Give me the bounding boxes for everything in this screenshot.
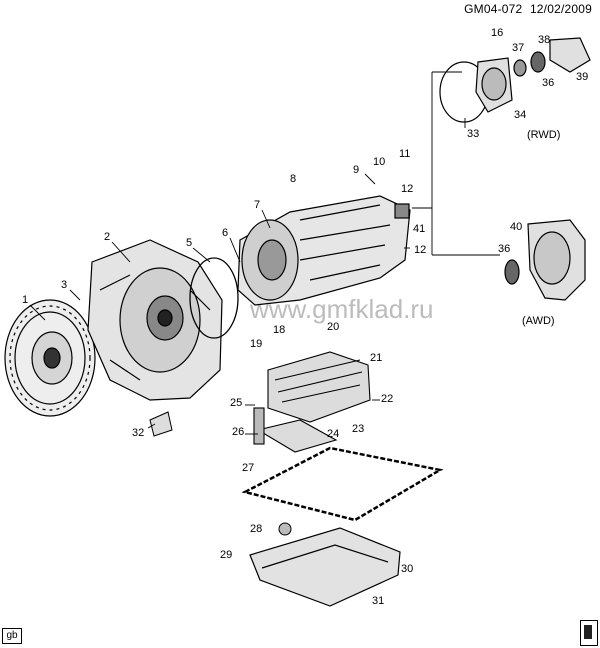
callout-20: 20 — [327, 321, 339, 333]
pan-gasket — [241, 446, 444, 522]
rwd-extension-housing — [439, 37, 591, 123]
torque-converter — [4, 299, 96, 417]
callout-12-lower: 12 — [414, 244, 426, 256]
drain-plug-seal — [278, 522, 292, 536]
callout-5: 5 — [186, 237, 192, 249]
callout-1: 1 — [22, 294, 28, 306]
callout-28: 28 — [250, 523, 262, 535]
callout-21: 21 — [370, 352, 382, 364]
valve-body — [267, 351, 371, 423]
callout-26: 26 — [232, 426, 244, 438]
callout-33: 33 — [467, 128, 479, 140]
variant-label-awd: (AWD) — [522, 315, 555, 327]
callout-19: 19 — [250, 338, 262, 350]
variant-label-rwd: (RWD) — [527, 129, 560, 141]
callout-6: 6 — [222, 227, 228, 239]
callout-25: 25 — [230, 397, 242, 409]
callout-38: 38 — [538, 34, 550, 46]
diagram-code: GM04-072 — [464, 2, 523, 16]
callout-3: 3 — [61, 279, 67, 291]
cover-plate — [149, 411, 173, 437]
callout-32: 32 — [132, 427, 144, 439]
callout-39: 39 — [576, 71, 588, 83]
leader-lines — [29, 71, 500, 435]
diagram-date: 12/02/2009 — [529, 2, 592, 16]
callout-2: 2 — [104, 231, 110, 243]
callout-10: 10 — [373, 156, 385, 168]
diagram-header: GM04-072 12/02/2009 — [460, 2, 592, 16]
callout-34: 34 — [514, 109, 526, 121]
callout-40: 40 — [510, 221, 522, 233]
callout-37: 37 — [512, 42, 524, 54]
callout-12-upper: 12 — [401, 183, 413, 195]
callout-8: 8 — [290, 173, 296, 185]
callout-29: 29 — [220, 549, 232, 561]
callout-36-rwd: 36 — [542, 77, 554, 89]
callout-9: 9 — [353, 164, 359, 176]
transmission-case — [237, 195, 411, 306]
callout-11: 11 — [399, 148, 410, 160]
callout-7: 7 — [254, 199, 260, 211]
callout-18: 18 — [273, 324, 285, 336]
callout-31: 31 — [372, 595, 384, 607]
callout-16: 16 — [491, 27, 503, 39]
callout-30: 30 — [401, 563, 413, 575]
callout-labels: 1 2 3 5 6 7 8 9 10 11 12 12 16 19 18 20 … — [22, 27, 588, 607]
oil-filter — [253, 407, 338, 453]
print-icon — [580, 620, 598, 646]
bell-housing — [87, 239, 223, 401]
callout-23: 23 — [352, 423, 364, 435]
callout-24: 24 — [327, 428, 339, 440]
callout-36-awd: 36 — [498, 243, 510, 255]
callout-22: 22 — [381, 393, 393, 405]
oil-pan — [249, 527, 401, 607]
callout-41: 41 — [413, 223, 425, 235]
awd-adapter-housing — [504, 219, 586, 301]
callout-27: 27 — [242, 462, 254, 474]
corner-tag: gb — [2, 628, 22, 644]
o-ring-seal — [189, 257, 239, 339]
